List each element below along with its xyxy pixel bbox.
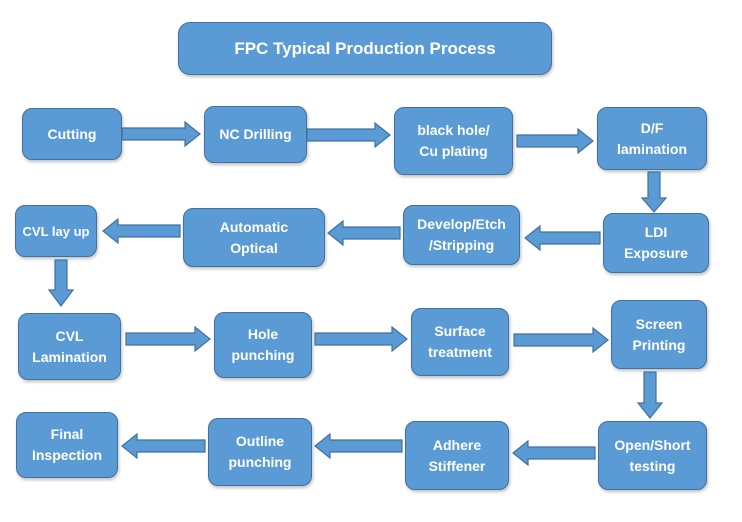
step-cutting: Cutting	[22, 108, 122, 160]
step-automatic-optical: Automatic Optical	[183, 208, 325, 267]
arrow-left-icon	[327, 219, 401, 247]
step-label: Develop/Etch /Stripping	[417, 216, 506, 253]
step-label: Screen Printing	[632, 315, 686, 353]
diagram-title-text: FPC Typical Production Process	[234, 39, 496, 58]
step-label: Surface treatment	[428, 323, 492, 360]
step-label: Outline punching	[228, 433, 292, 470]
step-hole-punching: Hole punching	[214, 312, 312, 378]
step-label: Adhere Stiffener	[428, 436, 486, 474]
step-outline-punching: Outline punching	[208, 418, 312, 486]
step-adhere-stiffener: Adhere Stiffener	[405, 421, 509, 490]
arrow-right-icon	[306, 121, 391, 149]
step-label: LDI Exposure	[624, 224, 688, 261]
step-black-hole-cu-plating: black hole/ Cu plating	[394, 107, 513, 175]
step-label: D/F lamination	[616, 119, 687, 157]
step-final-inspection: Final Inspection	[16, 412, 118, 478]
step-ldi-exposure: LDI Exposure	[603, 213, 709, 273]
step-label: NC Drilling	[219, 126, 292, 142]
step-label: Automatic Optical	[219, 218, 289, 256]
arrow-left-icon	[314, 432, 403, 460]
step-label: Hole punching	[231, 326, 295, 363]
step-label: CVL lay up	[22, 223, 90, 239]
arrow-left-icon	[121, 432, 206, 460]
step-cvl-lamination: CVL Lamination	[18, 313, 121, 380]
step-label: Open/Short testing	[614, 436, 691, 474]
diagram-title: FPC Typical Production Process	[178, 22, 552, 75]
arrow-down-icon	[636, 371, 664, 419]
arrow-right-icon	[513, 326, 609, 354]
step-open-short-testing: Open/Short testing	[598, 421, 707, 490]
step-label: Cutting	[47, 125, 97, 142]
arrow-right-icon	[121, 120, 201, 148]
arrow-right-icon	[516, 127, 594, 155]
arrow-left-icon	[524, 224, 601, 252]
step-df-lamination: D/F lamination	[597, 107, 707, 170]
step-label: Final Inspection	[31, 426, 102, 463]
step-develop-etch-stripping: Develop/Etch /Stripping	[403, 205, 520, 265]
step-cvl-lay-up: CVL lay up	[15, 205, 97, 257]
step-surface-treatment: Surface treatment	[411, 308, 509, 376]
step-label: black hole/ Cu plating	[417, 122, 490, 159]
arrow-right-icon	[314, 325, 408, 353]
step-nc-drilling: NC Drilling	[204, 106, 307, 163]
arrow-right-icon	[125, 325, 211, 353]
arrow-left-icon	[102, 217, 181, 245]
step-label: CVL Lamination	[32, 327, 107, 365]
step-screen-printing: Screen Printing	[611, 300, 707, 369]
arrow-down-icon	[47, 259, 75, 307]
arrow-left-icon	[512, 439, 596, 467]
arrow-down-icon	[640, 171, 668, 213]
